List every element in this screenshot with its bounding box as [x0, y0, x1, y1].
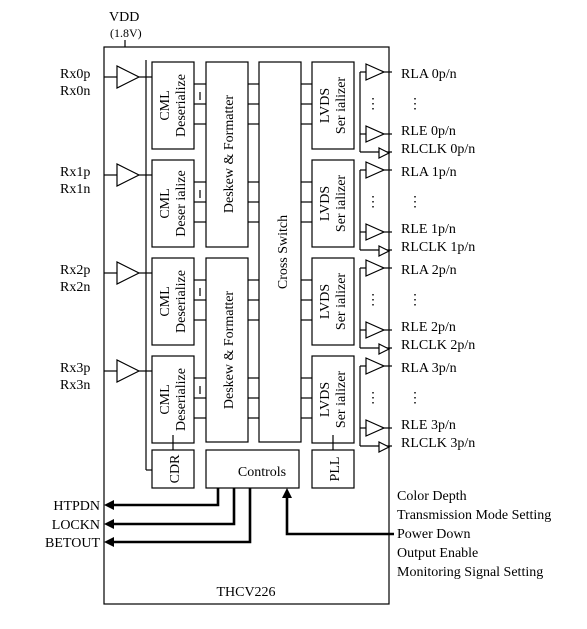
control-input-monitoring: Monitoring Signal Setting [397, 565, 543, 580]
channel-3-cml-deserializer [151, 355, 195, 444]
deskew-label-lower: Deskew & Formatter [222, 291, 237, 410]
channel-2-output-last: RLE 2p/n [401, 320, 456, 335]
channel-0-label-ellipsis: ⋮ [408, 97, 422, 112]
channel-1-cml-line2: Deser ialize [174, 170, 189, 236]
channel-1-cml-line1: CML [158, 188, 173, 218]
channel-1-buffer-ellipsis: ⋮ [366, 195, 380, 210]
channel-1-label-ellipsis: ⋮ [408, 195, 422, 210]
channel-3-output-clock: RLCLK 3p/n [401, 436, 475, 451]
controls-label: Controls [238, 465, 286, 480]
channel-1-output-clock: RLCLK 1p/n [401, 240, 475, 255]
channel-0-lvds-line1: LVDS [318, 88, 333, 123]
channel-2-output-first: RLA 2p/n [401, 263, 457, 278]
channel-1-output-first: RLA 1p/n [401, 165, 457, 180]
pll-label: PLL [328, 457, 343, 482]
channel-3-lvds-serializer [311, 355, 355, 444]
control-input-color-depth: Color Depth [397, 489, 467, 504]
control-input-arrowhead [282, 488, 292, 498]
channel-2-cml-line1: CML [158, 286, 173, 316]
channel-2-cml-deserializer [151, 257, 195, 346]
channel-2-input-n: Rx2n [60, 280, 90, 295]
channel-2-output-clock: RLCLK 2p/n [401, 338, 475, 353]
status-output-lines [104, 488, 252, 547]
channel-3-lvds-line2: Ser ializer [334, 371, 349, 428]
cross-switch-label: Cross Switch [276, 215, 291, 289]
channel-2-lvds-serializer [311, 257, 355, 346]
channel-0-output-buffer-0 [365, 63, 386, 81]
channel-0-input-n: Rx0n [60, 84, 90, 99]
channel-1-lvds-line2: Ser ializer [334, 175, 349, 232]
channel-0-clock-buffer [378, 147, 391, 159]
channel-2-output-buffer-1 [365, 321, 386, 339]
channel-0-lvds-serializer [311, 61, 355, 150]
channel-1-input-buffer [116, 163, 141, 187]
channel-0-input-p: Rx0p [60, 67, 90, 82]
channel-1-output-buffer-1 [365, 223, 386, 241]
channel-3-cml-line1: CML [158, 384, 173, 414]
channel-3-input-p: Rx3p [60, 361, 90, 376]
channel-1-lvds-serializer [311, 159, 355, 248]
channel-0-lvds-line2: Ser ializer [334, 77, 349, 134]
status-output-lockn: LOCKN [52, 518, 100, 533]
channel-0-cml-line1: CML [158, 90, 173, 120]
channel-1-input-n: Rx1n [60, 182, 90, 197]
cdr-label: CDR [168, 454, 183, 483]
channel-1-input-p: Rx1p [60, 165, 90, 180]
channel-0-output-buffer-1 [365, 125, 386, 143]
channel-1-output-buffer-0 [365, 161, 386, 179]
channel-3-input-buffer [116, 359, 141, 383]
channel-0-buffer-ellipsis: ⋮ [366, 97, 380, 112]
cross-switch-block [258, 61, 302, 443]
channel-2-clock-buffer [378, 343, 391, 355]
vdd-label: VDD [109, 10, 139, 25]
control-input-transmission-mode: Transmission Mode Setting [397, 508, 551, 523]
channel-1-cml-deserializer [151, 159, 195, 248]
deskew-block-lower [205, 257, 249, 443]
channel-3-output-buffer-1 [365, 419, 386, 437]
channel-3-lvds-line1: LVDS [318, 382, 333, 417]
channel-2-output-buffer-0 [365, 259, 386, 277]
deskew-label-upper: Deskew & Formatter [222, 95, 237, 214]
channel-3-input-n: Rx3n [60, 378, 90, 393]
htpdn-arrowhead [104, 500, 114, 510]
channel-0-output-first: RLA 0p/n [401, 67, 457, 82]
control-input-line [282, 488, 394, 536]
channel-2-cml-line2: Deserialize [174, 270, 189, 333]
channel-3-output-first: RLA 3p/n [401, 361, 457, 376]
channel-1-lvds-line1: LVDS [318, 186, 333, 221]
channel-2-lvds-line1: LVDS [318, 284, 333, 319]
channel-0-cml-line2: Deserialize [174, 74, 189, 137]
channel-2-label-ellipsis: ⋮ [408, 293, 422, 308]
status-output-betout: BETOUT [45, 536, 100, 551]
channel-3-cml-line2: Deserialize [174, 368, 189, 431]
cdr-block [151, 449, 195, 489]
channel-1-clock-buffer [378, 245, 391, 257]
pll-block [311, 449, 355, 489]
deskew-block-upper [205, 61, 249, 248]
channel-3-label-ellipsis: ⋮ [408, 391, 422, 406]
channel-2-buffer-ellipsis: ⋮ [366, 293, 380, 308]
channel-2-input-buffer [116, 261, 141, 285]
channel-0-output-last: RLE 0p/n [401, 124, 456, 139]
vdd-value: (1.8V) [110, 26, 142, 40]
channel-2-input-p: Rx2p [60, 263, 90, 278]
status-output-htpdn: HTPDN [53, 499, 100, 514]
lockn-arrowhead [104, 519, 114, 529]
control-input-output-enable: Output Enable [397, 546, 478, 561]
channel-0-output-clock: RLCLK 0p/n [401, 142, 475, 157]
controls-block [205, 449, 300, 489]
channel-3-output-buffer-0 [365, 357, 386, 375]
channel-0-input-buffer [116, 65, 141, 89]
betout-arrowhead [104, 537, 114, 547]
channel-0-cml-deserializer [151, 61, 195, 150]
channel-3-buffer-ellipsis: ⋮ [366, 391, 380, 406]
control-input-power-down: Power Down [397, 527, 471, 542]
channel-3-output-last: RLE 3p/n [401, 418, 456, 433]
chip-name: THCV226 [216, 585, 275, 600]
channel-3-clock-buffer [378, 441, 391, 453]
channel-2-lvds-line2: Ser ializer [334, 273, 349, 330]
channel-1-output-last: RLE 1p/n [401, 222, 456, 237]
